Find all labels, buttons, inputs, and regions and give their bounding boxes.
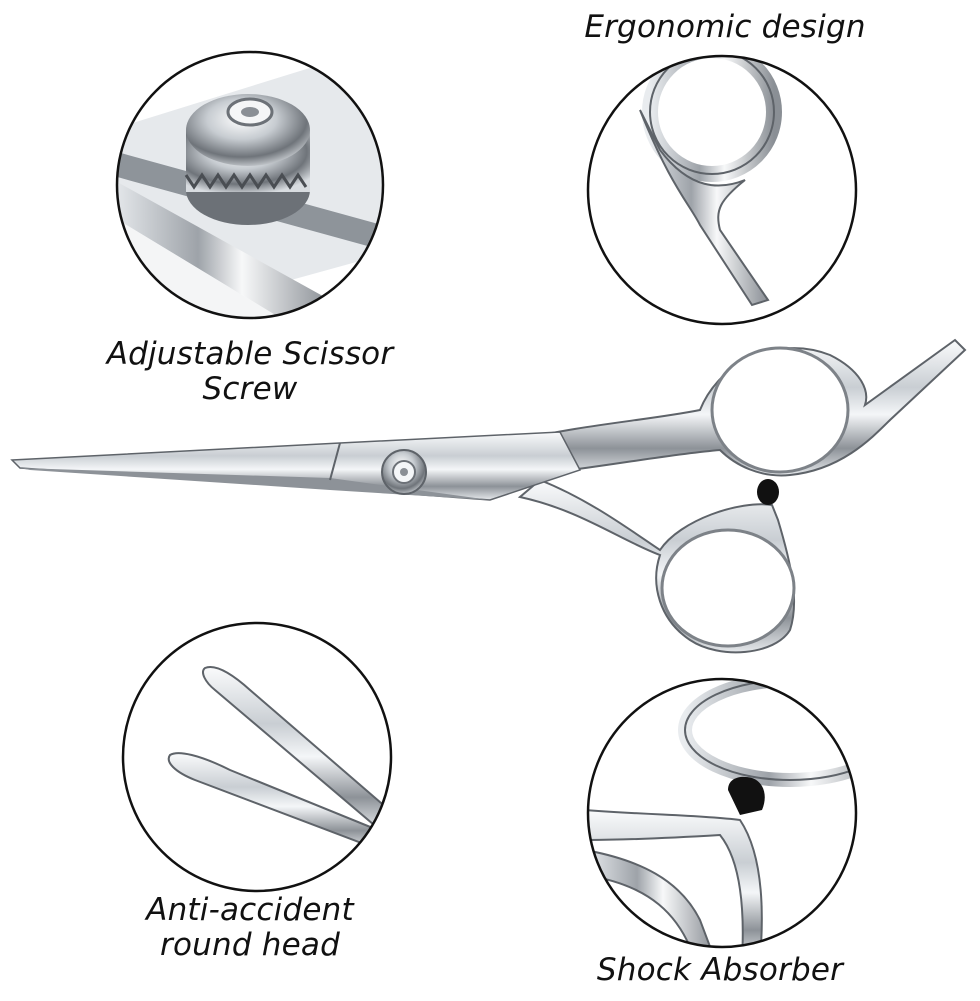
ergonomic-detail-circle xyxy=(586,54,858,326)
adjustable-screw-label: Adjustable Scissor Screw xyxy=(70,337,430,406)
screw-detail-circle xyxy=(115,50,385,320)
adjustable-screw-text-line1: Adjustable Scissor xyxy=(106,336,394,372)
round-head-detail-circle xyxy=(121,621,393,893)
shock-absorber-text: Shock Absorber xyxy=(596,952,844,988)
shock-absorber-label: Shock Absorber xyxy=(570,953,870,988)
round-head-label: Anti-accident round head xyxy=(95,893,405,962)
ergonomic-design-label: Ergonomic design xyxy=(560,10,890,45)
scissors-main xyxy=(10,338,967,654)
shock-absorber-detail-circle xyxy=(586,677,858,949)
round-head-text-line2: round head xyxy=(160,926,340,963)
adjustable-screw-text-line2: Screw xyxy=(202,370,298,407)
round-head-text-line1: Anti-accident xyxy=(146,892,354,928)
ergonomic-design-text: Ergonomic design xyxy=(584,9,866,45)
